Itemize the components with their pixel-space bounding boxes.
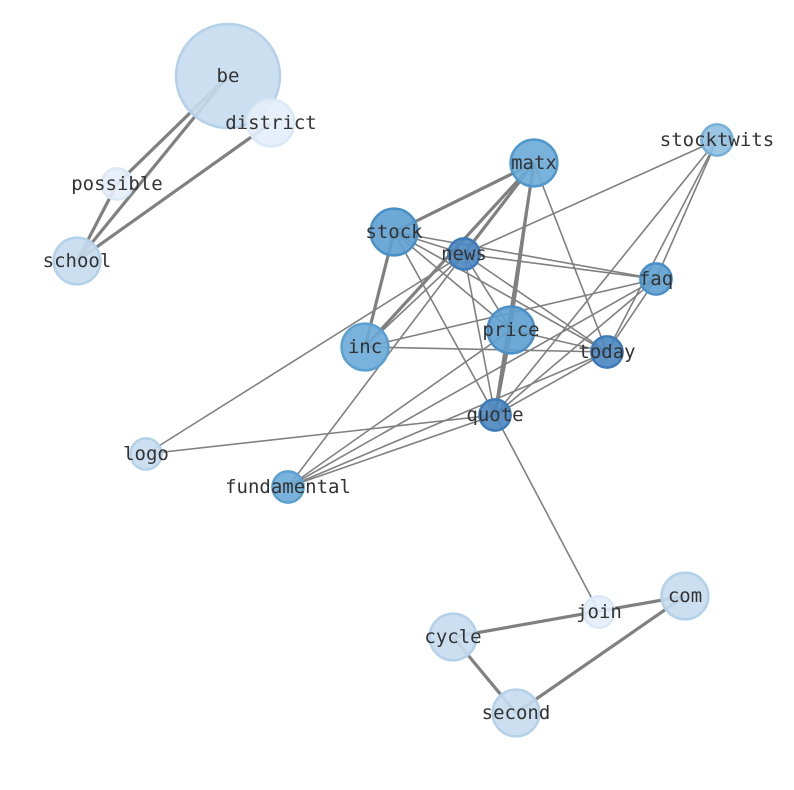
node-label-news: news <box>441 243 487 265</box>
node-label-cycle: cycle <box>424 626 481 648</box>
node-be[interactable] <box>174 22 282 130</box>
node-logo[interactable] <box>129 437 163 471</box>
node-label-second: second <box>482 702 551 724</box>
node-district[interactable] <box>246 98 296 148</box>
edge-stocktwits-quote <box>494 139 718 416</box>
node-label-school: school <box>43 250 112 272</box>
node-label-fundamental: fundamental <box>225 476 351 498</box>
edge-news-fundamental <box>287 253 465 488</box>
node-label-be: be <box>217 65 240 87</box>
node-join[interactable] <box>582 595 616 629</box>
node-stock[interactable] <box>369 207 419 257</box>
node-stocktwits[interactable] <box>700 123 734 157</box>
node-fundamental[interactable] <box>271 470 305 504</box>
node-label-matx: matx <box>511 152 557 174</box>
edge-stock-today <box>393 231 608 353</box>
node-label-stock: stock <box>365 221 423 243</box>
edge-inc-today <box>364 346 608 353</box>
node-price[interactable] <box>486 305 536 355</box>
node-cycle[interactable] <box>428 612 478 662</box>
node-label-quote: quote <box>466 404 523 426</box>
edge-quote-join <box>494 414 600 613</box>
edge-news-quote <box>463 253 496 416</box>
edge-faq-quote <box>494 278 657 416</box>
node-label-join: join <box>576 601 622 623</box>
node-label-stocktwits: stocktwits <box>660 129 774 151</box>
edge-faq-fundamental <box>287 278 657 488</box>
edge-news-today <box>463 253 608 353</box>
labels-layer: be district possible school matx stocktwits st… <box>43 65 775 724</box>
edge-price-fundamental <box>287 329 512 488</box>
edge-today-fundamental <box>287 351 608 488</box>
edge-stocktwits-faq <box>655 139 718 280</box>
node-news[interactable] <box>447 237 481 271</box>
node-com[interactable] <box>660 571 710 621</box>
node-possible[interactable] <box>100 167 134 201</box>
edge-quote-fundamental <box>287 414 496 488</box>
edge-stock-faq <box>393 231 657 280</box>
node-second[interactable] <box>491 688 541 738</box>
edge-quote-logo <box>145 414 496 455</box>
node-label-today: today <box>578 341 635 363</box>
node-label-price: price <box>482 319 539 341</box>
edge-second-com <box>515 594 686 715</box>
edge-news-logo <box>145 253 465 455</box>
edge-stock-quote <box>393 231 496 416</box>
node-label-inc: inc <box>348 336 382 358</box>
node-label-com: com <box>668 585 702 607</box>
edge-cycle-com <box>452 594 686 639</box>
node-school[interactable] <box>52 236 102 286</box>
node-inc[interactable] <box>340 322 390 372</box>
node-quote[interactable] <box>478 398 512 432</box>
edge-stock-price <box>393 231 512 331</box>
node-label-district: district <box>225 112 317 134</box>
node-matx[interactable] <box>509 138 559 188</box>
edge-matx-stock <box>393 161 535 234</box>
nodes-layer <box>52 22 734 738</box>
node-label-possible: possible <box>71 173 163 195</box>
edge-stocktwits-today <box>606 139 718 353</box>
edge-district-school <box>76 121 272 263</box>
edge-news-stocktwits <box>463 139 718 255</box>
edge-news-faq <box>463 253 657 280</box>
edge-matx-price <box>510 162 535 331</box>
node-today[interactable] <box>590 335 624 369</box>
node-label-logo: logo <box>123 443 169 465</box>
edge-matx-today <box>533 162 608 353</box>
node-label-faq: faq <box>639 268 673 290</box>
edge-quote-today <box>494 351 608 416</box>
node-faq[interactable] <box>639 262 673 296</box>
